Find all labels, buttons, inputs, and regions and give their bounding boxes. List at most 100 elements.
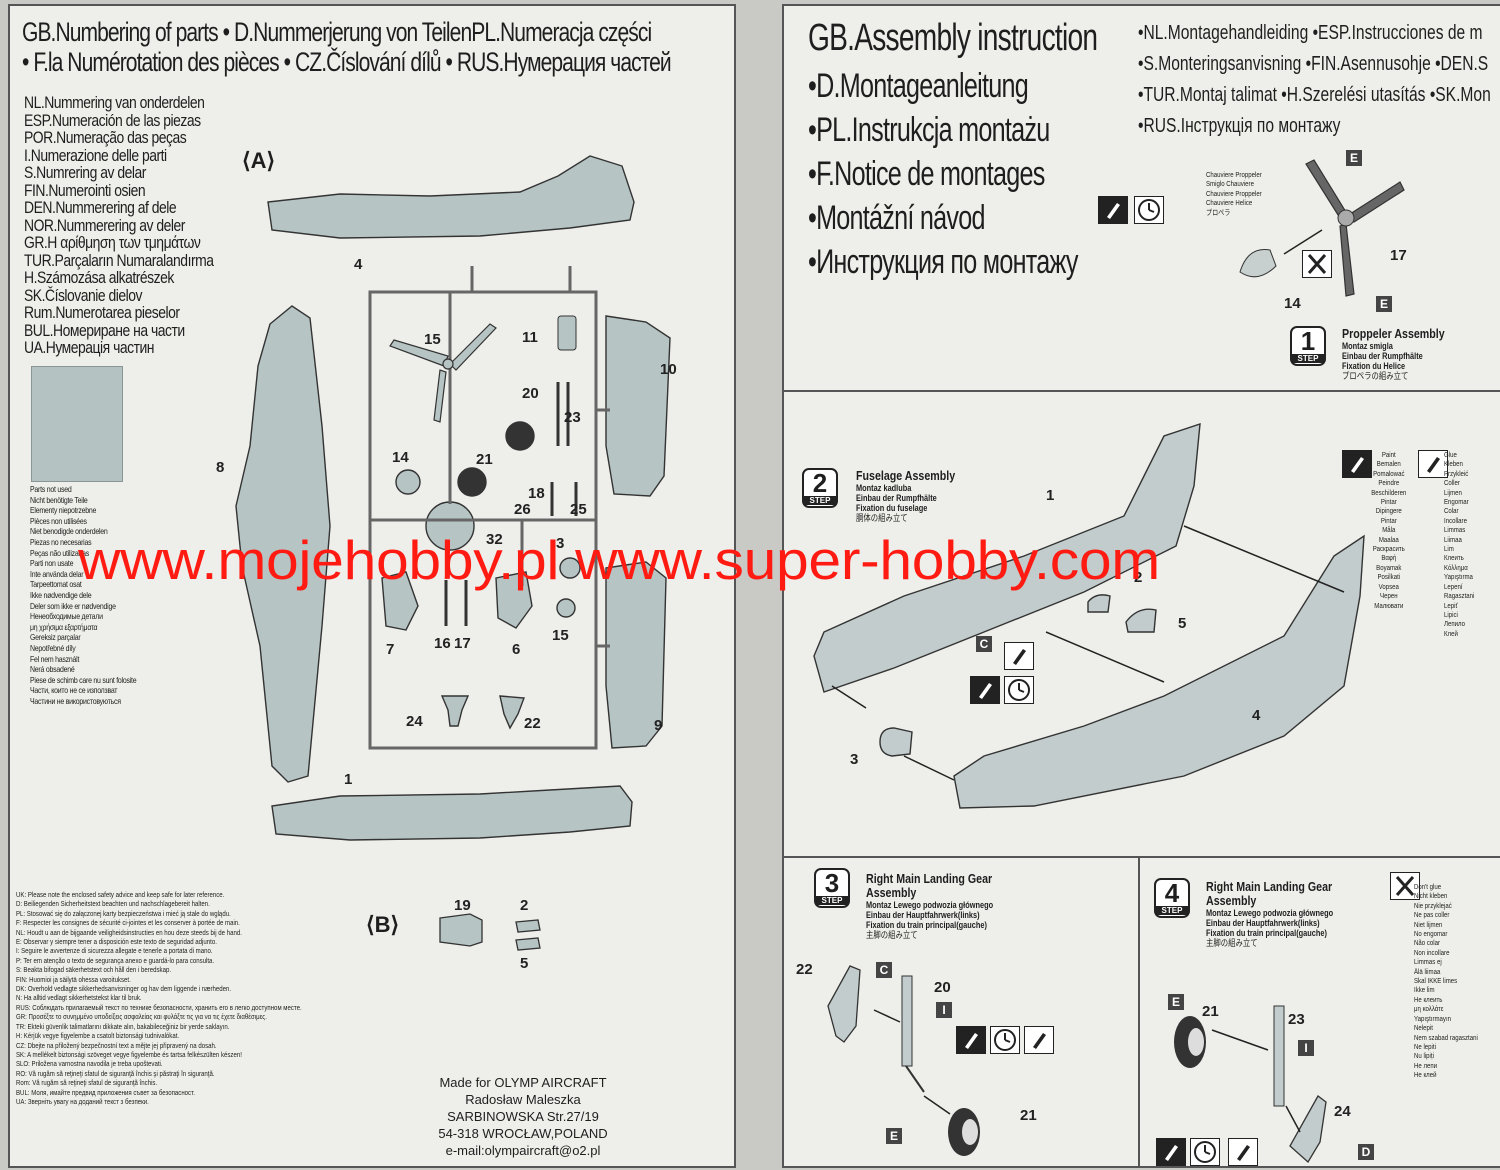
step2-sub: Einbau der Rumpfhälte (856, 493, 937, 503)
glue-legend-line: Lijmen (1444, 487, 1462, 497)
glue-legend-line: Yapıştırma (1444, 572, 1473, 582)
paint-legend-line: Paint (1381, 450, 1396, 459)
glue-legend-line: Glue (1444, 450, 1457, 459)
part-11-exhaust (557, 315, 577, 351)
dont-glue-line: Nie przyklejać (1414, 900, 1452, 910)
paint-legend-line: Maalaa (1378, 534, 1399, 544)
numbering-language-list: NL.Nummering van onderdelen ESP.Numeraci… (24, 94, 255, 357)
step1-sub: Montaz smigla (1342, 341, 1393, 351)
part-22-door (499, 695, 525, 730)
safety-line: I: Seguire le avvertenze di sicurezza al… (16, 946, 213, 956)
glue-legend-icon (1418, 450, 1448, 478)
dont-glue-line: Yapıştırmayın (1414, 1013, 1452, 1023)
dont-glue-line: Limmas ej (1414, 957, 1442, 967)
step2-part-1: 1 (1046, 487, 1054, 504)
lang-item: GR.Η αρίθμηση των τμημάτων (24, 233, 201, 252)
paint-legend-line: Boyamak (1376, 562, 1402, 572)
legend-line: Tarpeettomat osat (30, 579, 82, 590)
glue-icon (1024, 1026, 1054, 1054)
dont-glue-line: Nem szabad ragasztani (1414, 1032, 1478, 1042)
step4-landing-gear-drawing: 21 23 24 (1174, 1003, 1351, 1164)
step1-sprue-letter: E (1346, 150, 1362, 166)
title-lang: •F.Notice de montages (808, 155, 1045, 193)
step1-sub: Fixation du Helice (1342, 361, 1406, 371)
label-part-18: 18 (528, 485, 545, 502)
dont-glue-line: Не клеить (1414, 994, 1443, 1004)
lang-item: NOR.Nummerering av deler (24, 215, 185, 235)
sprue-a-drawing: 4 8 1 15 11 10 20 23 14 21 18 26 25 32 3… (216, 155, 677, 841)
safety-line: Rom: Vă rugăm să reţineţi sfatul de sigu… (16, 1078, 158, 1088)
step4-number: 4 (1164, 878, 1180, 908)
legend-line: Piezas no necesarias (30, 536, 92, 547)
step2-sub: Fixation du fuselage (856, 503, 928, 513)
label-part-2: 2 (520, 897, 528, 914)
legend-line: Parts not used (30, 484, 72, 494)
label-part-25: 25 (570, 501, 587, 518)
address-line: Made for OLYMP AIRCRAFT (439, 1075, 607, 1090)
legend-line: Ikke nødvendige dele (30, 589, 92, 600)
glue-legend-line: Lipici (1444, 609, 1458, 619)
paint-legend-line: Måla (1382, 525, 1396, 535)
legend-line: Fel nem használt (30, 653, 80, 664)
other-lang-line: •RUS.Інструкція по монтажу (1138, 115, 1341, 137)
dont-glue-line: Ne pas coller (1414, 910, 1450, 920)
step1-title-block: Proppeler Assembly Montaz smigla Einbau … (1342, 326, 1467, 381)
step2-sub: 胴体の組み立て (856, 513, 908, 523)
step3-sub: Fixation du train principal(gauche) (866, 920, 987, 930)
step3-part-20: 20 (934, 979, 951, 996)
address-line: SARBINOWSKA Str.27/19 (447, 1109, 599, 1124)
lang-item: Rum.Numerotarea pieselor (24, 303, 180, 322)
step3-sprue-letter: I (936, 1002, 952, 1018)
part-10-wing-upper (605, 315, 671, 497)
glue-legend-line: Lim (1444, 544, 1454, 554)
dont-glue-line: Älä liimaa (1414, 966, 1441, 976)
glue-legend-line: Limmas (1444, 525, 1466, 535)
dont-glue-icon (1302, 250, 1332, 278)
paint-legend-line: Peindre (1378, 478, 1400, 488)
glue-legend-line: Incollare (1444, 515, 1467, 525)
step3-sub: 主脚の組み立て (866, 930, 918, 940)
dont-glue-line: No engomar (1414, 929, 1448, 939)
safety-line: BUL: Моля, имайте предвид приложения съв… (16, 1087, 195, 1097)
step1-word: STEP (1292, 354, 1324, 363)
clock-icon (1134, 196, 1164, 224)
glue-icon (1004, 642, 1034, 670)
step4-sub: Montaz Lewego podwozia głównego (1206, 908, 1334, 918)
safety-line: H: Kérjük vegye figyelembe a csatolt biz… (16, 1031, 180, 1041)
numbering-header-line-2: • F.la Numérotation des pièces • CZ.Čísl… (22, 47, 672, 77)
paint-legend-icon (1342, 450, 1372, 478)
lang-item: H.Számozása alkatrészek (24, 268, 174, 287)
safety-line: UA: Зверніть увагу на доданий текст з бе… (16, 1096, 149, 1106)
safety-line: CZ: Dbejte na přiložený bezpečnostní tex… (16, 1040, 217, 1050)
dont-glue-line: Niet lijmen (1414, 919, 1443, 929)
safety-line: UK: Please note the enclosed safety advi… (16, 890, 225, 899)
dont-glue-line: Não colar (1414, 938, 1440, 948)
title-lang: •Montážní návod (808, 199, 985, 237)
dont-glue-line: Non incollare (1414, 947, 1450, 957)
legend-line: Частини не використовуються (30, 695, 121, 706)
step2-sprue-letter: C (976, 636, 992, 652)
step1-sub: Einbau der Rumpfhälte (1342, 351, 1423, 361)
legend-line: Elementy niepotrzebne (30, 505, 97, 516)
paint-legend-line: Bemalen (1376, 459, 1401, 469)
step4-part-21: 21 (1202, 1003, 1219, 1020)
step1-callout: Chauviere Proppeler Smiglo Chauviere Cha… (1206, 170, 1262, 217)
safety-line: GR: Προσέξτε το συνημμένο υποδείξεις ασφ… (16, 1012, 267, 1022)
divider (784, 856, 1500, 858)
label-part-20: 20 (522, 385, 539, 402)
safety-line: RO: Vă rugăm să reţineţi sfatul de sigur… (16, 1068, 215, 1078)
step4-sprue-letter: D (1358, 1144, 1374, 1160)
assembly-other-languages: •NL.Montagehandleiding •ESP.Instruccione… (1138, 22, 1500, 138)
step1-part-17: 17 (1390, 247, 1407, 264)
step4-sub: 主脚の組み立て (1206, 938, 1258, 948)
label-part-1: 1 (344, 771, 352, 788)
part-3-hub (559, 557, 581, 579)
glue-legend: Glue Kleben Przykleić Coller Lijmen Engo… (1444, 450, 1474, 638)
glue-legend-line: Liimaa (1444, 534, 1462, 544)
part-19-canopy (439, 913, 483, 947)
title-lang: •PL.Instrukcja montażu (808, 111, 1050, 149)
safety-line: DK: Overhold vedlagte sikkerhedsanvisnin… (16, 984, 232, 994)
address-email: e-mail:olympaircraft@o2.pl (445, 1143, 601, 1158)
manufacturer-address: Made for OLYMP AIRCRAFT Radosław Maleszk… (438, 1074, 608, 1159)
legend-line: Peças não utilizadas (30, 547, 90, 558)
